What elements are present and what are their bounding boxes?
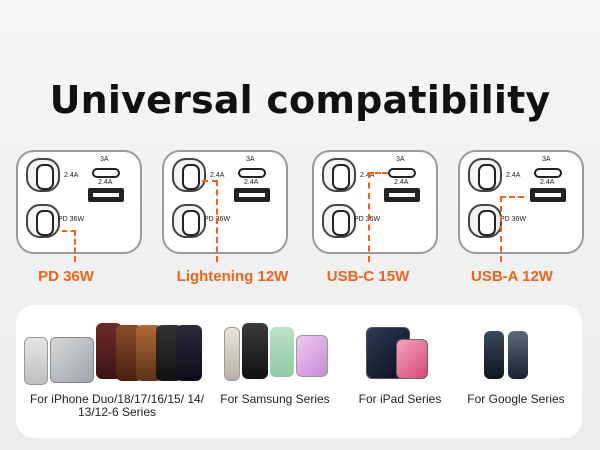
a-port-amp-label: 2.4A: [540, 179, 555, 186]
left-port-amp-label: 2.4A: [360, 172, 375, 179]
pixel-phone-icon: [484, 331, 504, 379]
c-port-amp-label: 3A: [246, 156, 255, 163]
usb-a-port-icon: [234, 188, 270, 202]
lightning-port-icon: [172, 158, 206, 192]
left-port-amp-label: 2.4A: [64, 172, 79, 179]
charger-diagram-usb-c: 3A 2.4A 2.4A PD 36W: [312, 150, 438, 254]
lightning-port-icon: [468, 158, 502, 192]
c-port-amp-label: 3A: [100, 156, 109, 163]
usb-c-port-icon: [238, 168, 266, 178]
page-title: Universal compatibility: [49, 78, 551, 122]
pixel-phone-icon: [508, 331, 528, 379]
lightning-callout-line: [202, 180, 218, 262]
port-label-usb-a: USB-A 12W: [471, 268, 553, 285]
pd-port-label: PD 36W: [58, 216, 85, 223]
samsung-flip-icon: [270, 327, 294, 377]
a-port-amp-label: 2.4A: [394, 179, 409, 186]
a-port-amp-label: 2.4A: [244, 179, 259, 186]
samsung-phone-icon: [242, 323, 268, 379]
c-port-amp-label: 3A: [396, 156, 405, 163]
usb-c-pd-port-icon: [172, 204, 206, 238]
charger-diagram-pd: 3A 2.4A 2.4A PD 36W: [16, 150, 142, 254]
lightning-port-icon: [322, 158, 356, 192]
port-label-lightning: Lightening 12W: [176, 268, 289, 285]
usb-c-pd-port-icon: [26, 204, 60, 238]
caption-samsung-series: For Samsung Series: [220, 392, 330, 406]
ipad-mini-icon: [396, 339, 428, 379]
pd-port-label: PD 36W: [354, 216, 381, 223]
port-label-usb-c: USB-C 15W: [326, 268, 410, 285]
device-compatibility-panel: For iPhone Duo/18/17/16/15/ 14/ 13/12-6 …: [16, 305, 582, 438]
port-label-pd: PD 36W: [38, 268, 94, 285]
iphone-icon: [176, 325, 202, 381]
charger-diagram-lightning: 3A 2.4A 2.4A PD 36W: [162, 150, 288, 254]
usb-a-port-icon: [384, 188, 420, 202]
usb-c-port-icon: [92, 168, 120, 178]
pd-port-label: PD 36W: [500, 216, 527, 223]
caption-iphone-series: For iPhone Duo/18/17/16/15/ 14/ 13/12-6 …: [29, 392, 205, 419]
left-port-amp-label: 2.4A: [210, 172, 225, 179]
c-port-amp-label: 3A: [542, 156, 551, 163]
a-port-amp-label: 2.4A: [98, 179, 113, 186]
caption-google-series: For Google Series: [467, 392, 565, 406]
usb-c-port-icon: [388, 168, 416, 178]
usb-c-port-icon: [534, 168, 562, 178]
foldable-phone-icon: [24, 337, 48, 385]
left-port-amp-label: 2.4A: [506, 172, 521, 179]
foldable-phone-open-icon: [50, 337, 94, 383]
lightning-port-icon: [26, 158, 60, 192]
usb-a-callout-line: [500, 196, 524, 262]
charger-diagram-usb-a: 3A 2.4A 2.4A PD 36W: [458, 150, 584, 254]
caption-ipad-series: For iPad Series: [358, 392, 442, 406]
usb-c-callout-line: [368, 172, 388, 262]
usb-c-pd-port-icon: [468, 204, 502, 238]
samsung-tablet-icon: [296, 335, 328, 377]
usb-c-pd-port-icon: [322, 204, 356, 238]
pd-callout-line: [62, 230, 76, 262]
usb-a-port-icon: [530, 188, 566, 202]
usb-a-port-icon: [88, 188, 124, 202]
samsung-phone-icon: [224, 327, 240, 381]
